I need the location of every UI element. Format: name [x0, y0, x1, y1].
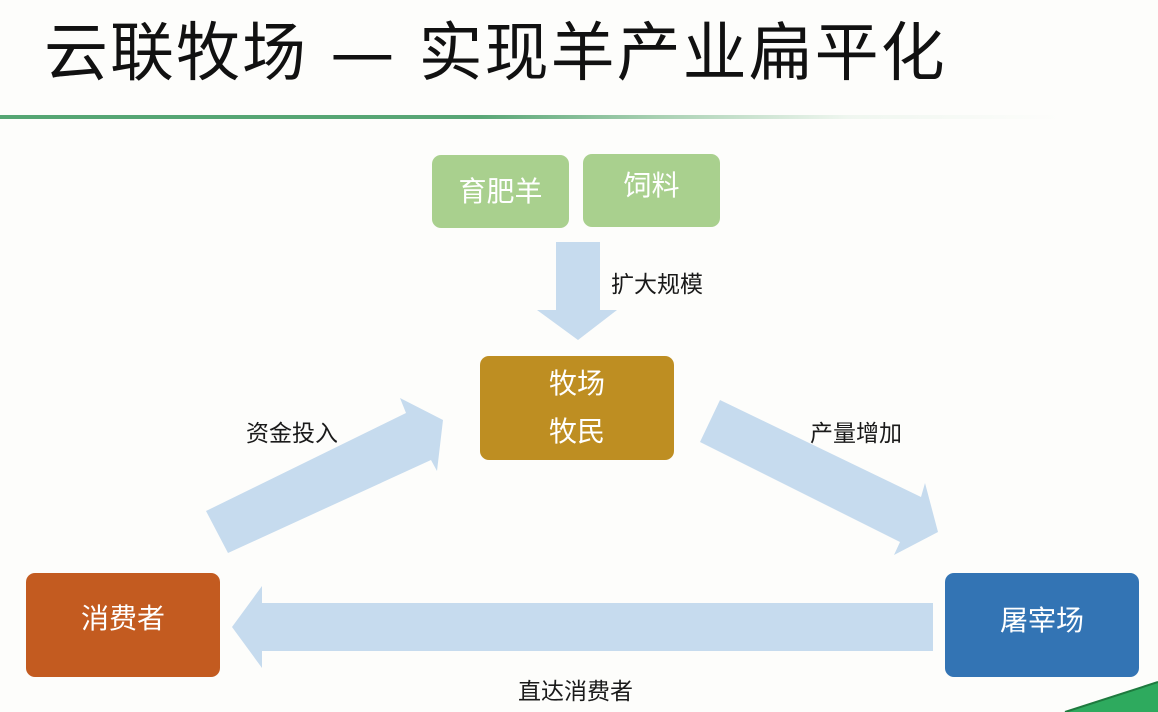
node-consumer-label: 消费者: [80, 602, 165, 635]
node-feed: 饲料: [583, 154, 720, 227]
node-consumer: 消费者: [26, 573, 220, 677]
node-farm-label-1: 牧场: [548, 367, 605, 400]
node-farm-label-2: 牧民: [548, 415, 605, 448]
edge-label-scale-up: 扩大规模: [611, 272, 703, 298]
edge-label-capital-input: 资金投入: [246, 421, 338, 447]
node-fattening-sheep: 育肥羊: [432, 155, 569, 228]
corner-decoration-edge: [1064, 681, 1158, 712]
node-farm: 牧场 牧民: [480, 356, 674, 460]
node-feed-label: 饲料: [623, 168, 680, 202]
node-slaughterhouse: 屠宰场: [945, 573, 1139, 677]
edge-label-output-increase: 产量增加: [810, 421, 902, 447]
arrow-scale-up: [537, 242, 617, 340]
node-slaughterhouse-label: 屠宰场: [999, 604, 1084, 637]
arrow-output-increase: [700, 400, 938, 555]
node-fattening-sheep-label: 育肥羊: [458, 174, 543, 208]
arrow-capital-input: [206, 398, 443, 553]
title-divider: [0, 115, 1060, 119]
slide-title: 云联牧场 — 实现羊产业扁平化: [44, 17, 947, 91]
arrow-direct-to-consumer: [232, 586, 933, 668]
edge-label-direct-to-consumer: 直达消费者: [518, 679, 633, 705]
